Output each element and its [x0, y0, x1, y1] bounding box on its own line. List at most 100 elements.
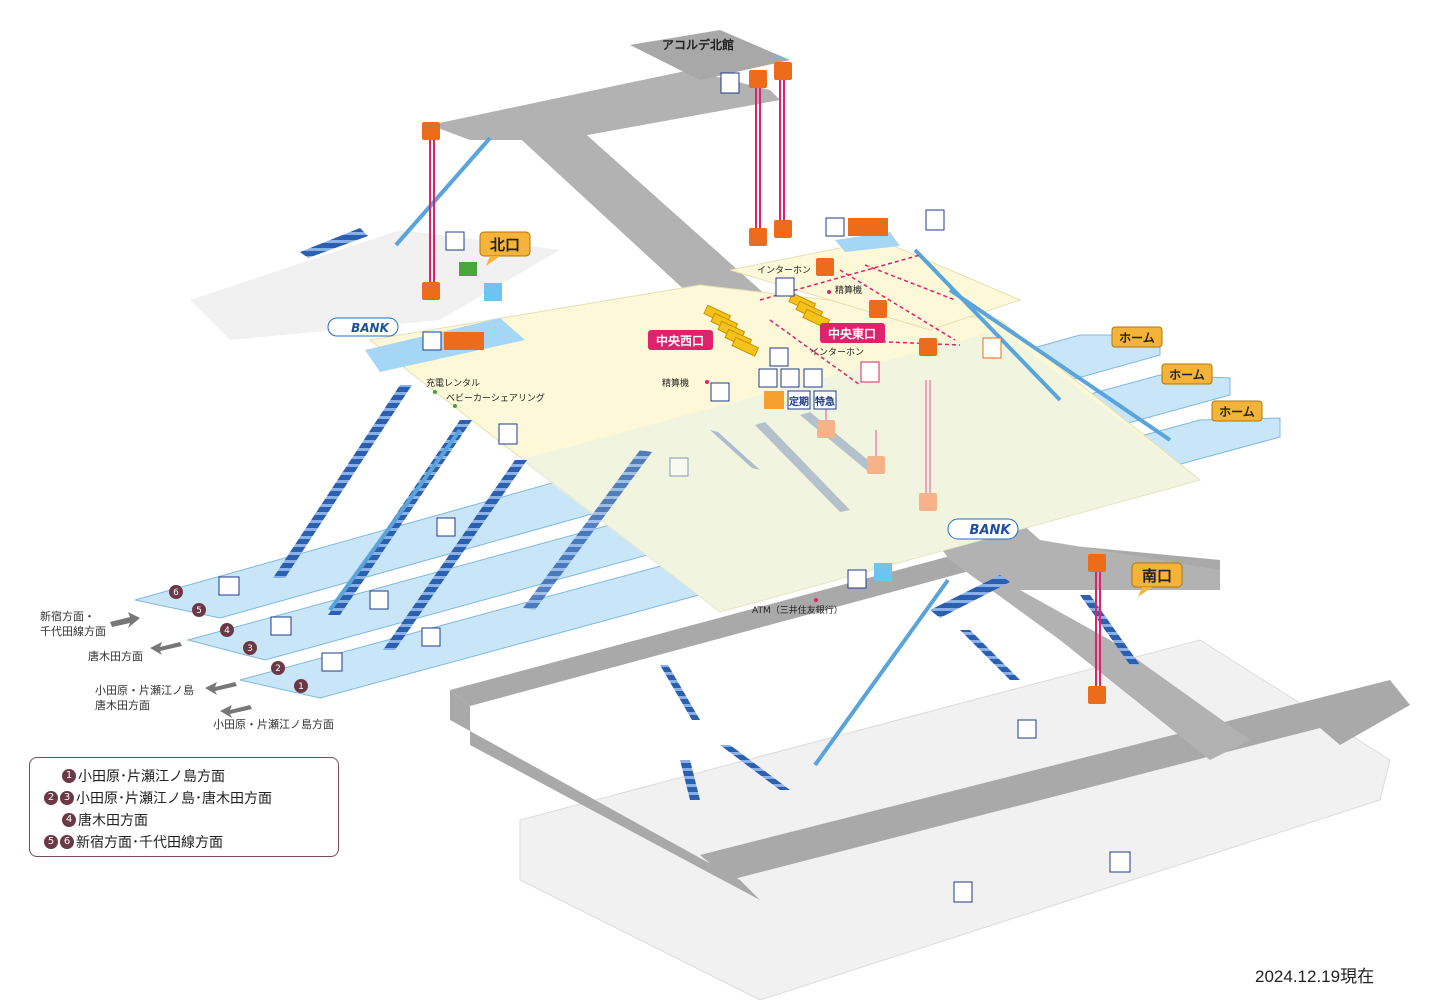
svg-text:BANK: BANK [351, 321, 390, 335]
ticket-machine-icon [780, 368, 800, 388]
transfer-icons [218, 576, 343, 672]
ground-area-north [190, 230, 560, 340]
atm-label: ATM（三井住友銀行） [752, 604, 843, 616]
platform-circle-labels: 6 5 4 3 2 1 [173, 588, 304, 692]
elevator-icon [919, 338, 937, 356]
fare-adjust-label-east: 精算機 [835, 284, 862, 296]
dir-odawara-1: 小田原・片瀬江ノ島 [95, 683, 194, 697]
home-label-2: ホーム [1161, 363, 1213, 385]
person-icon [953, 881, 973, 903]
wifi-icon [874, 563, 892, 581]
dir-odawara-2: 唐木田方面 [95, 698, 150, 712]
wifi-icon [484, 283, 502, 301]
exit-south-label: 南口 [1131, 562, 1183, 597]
service-icons [369, 72, 1131, 903]
direction-arrows [110, 612, 252, 718]
svg-text:BANK: BANK [970, 523, 1012, 538]
dir-shinjuku-2: 千代田線方面 [40, 624, 106, 638]
elevator-icons [422, 62, 1106, 704]
transfer-icon [218, 576, 240, 596]
restaurant-icon [982, 337, 1002, 359]
exit-central-east-label: 中央東口 [820, 323, 885, 343]
elevator-icon [817, 420, 835, 438]
transfer-icon [321, 652, 343, 672]
elevator-icon [816, 258, 834, 276]
elevator-icon [1088, 554, 1106, 572]
svg-text:中央西口: 中央西口 [656, 333, 704, 348]
taxi-icon [445, 231, 465, 251]
elevator-icon [422, 282, 440, 300]
toilet-icon [422, 331, 442, 351]
svg-text:ホーム: ホーム [1119, 331, 1155, 345]
legend-row-1: 1 小田原･片瀬江ノ島方面 [62, 766, 225, 786]
legend-row-3: 4 唐木田方面 [62, 810, 148, 830]
elevator-icon [422, 122, 440, 140]
home-label-3: ホーム [1211, 400, 1263, 422]
svg-text:中央東口: 中央東口 [828, 326, 876, 341]
svg-text:1: 1 [298, 682, 304, 692]
elevator-icon [869, 300, 887, 318]
elevator-icon [867, 456, 885, 474]
escalators [328, 136, 1172, 767]
svg-text:5: 5 [196, 606, 202, 616]
tokkyu-label: 特急 [815, 395, 835, 408]
concourse-translucent [520, 330, 1200, 612]
north-walkway [430, 70, 780, 140]
legend-num: 2 [44, 791, 58, 805]
home-label-1: ホーム [1111, 326, 1163, 348]
intercom-label-north: インターホン [757, 265, 811, 276]
svg-text:3: 3 [247, 644, 253, 654]
acorde-building-label: アコルデ北館 [662, 37, 734, 52]
legend-row-4: 5 6 新宿方面･千代田線方面 [44, 832, 223, 852]
legend-text: 小田原･片瀬江ノ島･唐木田方面 [76, 791, 272, 807]
concourse-east [729, 239, 1022, 331]
legend-text: 新宿方面･千代田線方面 [76, 835, 223, 851]
legend-num: 1 [62, 769, 76, 783]
svg-text:4: 4 [224, 626, 230, 636]
elevator-icon [749, 70, 767, 88]
dir-karakida: 唐木田方面 [88, 649, 143, 663]
svg-text:ホーム: ホーム [1219, 405, 1255, 419]
elevator-shafts [429, 80, 1101, 690]
dir-odawara-full: 小田原・片瀬江ノ島方面 [213, 717, 334, 731]
legend-text: 小田原･片瀬江ノ島方面 [78, 769, 225, 785]
accessible-toilet-icon [848, 218, 888, 236]
ticket-machine-icon [421, 627, 441, 647]
svg-text:ホーム: ホーム [1169, 368, 1205, 382]
locker-icon [847, 569, 867, 589]
ticket-machine-icon [758, 368, 778, 388]
toilet-icon [825, 217, 845, 237]
phone-icon [498, 423, 518, 445]
date-stamp: 2024.12.19現在 [1255, 967, 1375, 986]
ticket-machine-icon [803, 368, 823, 388]
ticket-office-icon [710, 382, 730, 402]
baby-car-label: ベビーカーシェアリング [446, 392, 545, 404]
legend: 1 小田原･片瀬江ノ島方面 2 3 小田原･片瀬江ノ島･唐木田方面 4 唐木田方… [29, 757, 339, 857]
taxi-icon [1109, 851, 1131, 873]
fare-badges: 定期 特急 [764, 390, 837, 410]
exit-central-west-label: 中央西口 [648, 330, 713, 350]
shop-icon [860, 361, 880, 383]
dir-shinjuku-1: 新宿方面・ [40, 609, 95, 623]
ticket-office-icon [769, 347, 789, 367]
ticket-machine-icon [369, 590, 389, 610]
exit-north-label: 北口 [479, 231, 531, 266]
bank-sign-south: BANK [947, 518, 1019, 540]
ticket-office-icon [775, 277, 795, 297]
accessible-toilet-icon [444, 332, 484, 350]
svg-text:2: 2 [275, 664, 281, 674]
bank-sign-north: BANK [327, 317, 399, 337]
restroom-icons [422, 217, 1002, 359]
acorde-link [630, 30, 790, 80]
elevator-icon [774, 62, 792, 80]
svg-text:6: 6 [173, 588, 179, 598]
legend-text: 唐木田方面 [78, 813, 148, 829]
elevator-icon [749, 228, 767, 246]
elevator-icon [1088, 686, 1106, 704]
legend-num: 5 [44, 835, 58, 849]
direction-labels: 新宿方面・ 千代田線方面 唐木田方面 小田原・片瀬江ノ島 唐木田方面 小田原・片… [40, 609, 334, 731]
info-icon [925, 209, 945, 231]
transfer-icon [270, 616, 292, 636]
